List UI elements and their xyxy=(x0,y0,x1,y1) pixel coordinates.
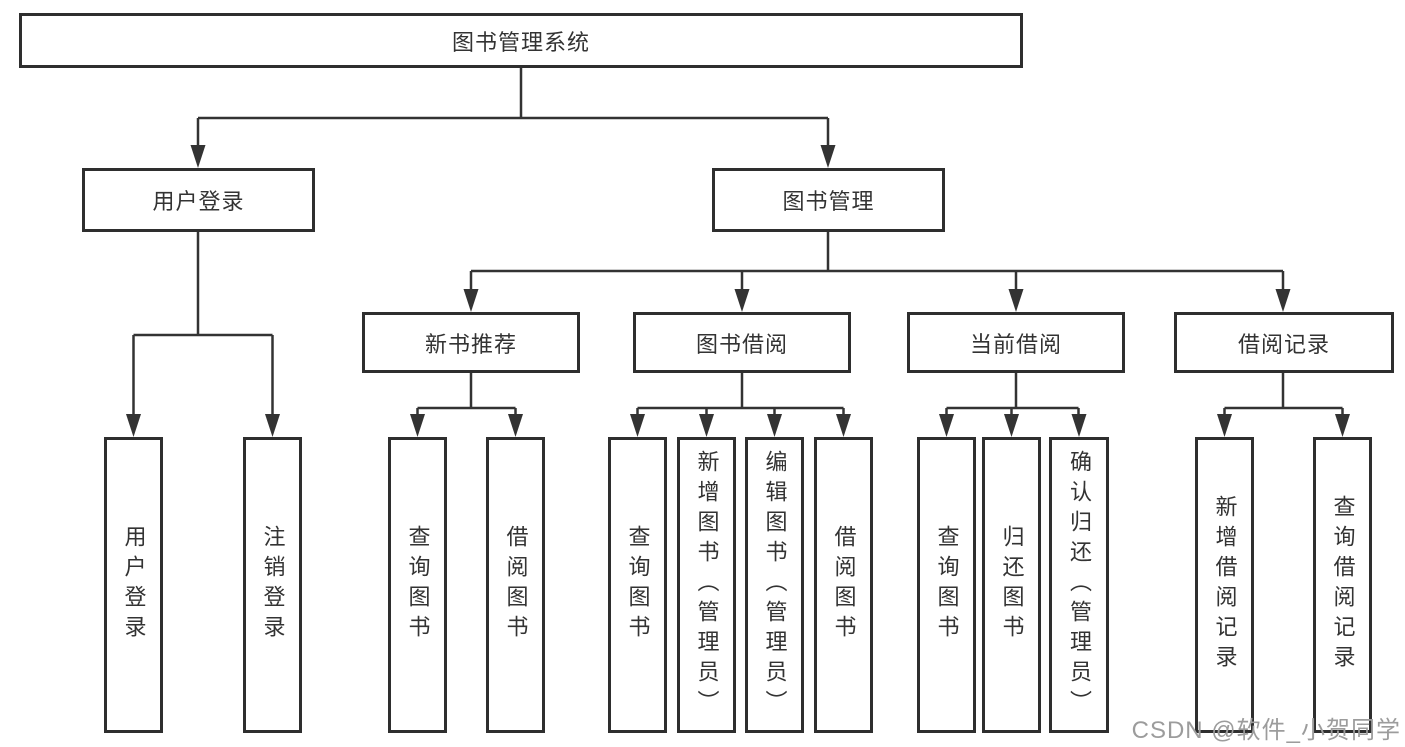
arrow-icon xyxy=(939,414,954,437)
leaf-edit-book-admin: 编辑图书（管理员） xyxy=(745,437,804,733)
node-user-login: 用户登录 xyxy=(82,168,315,232)
connector-borrowing-records-to-leaves xyxy=(1223,373,1344,417)
leaf-query-books-recommend: 查询图书 xyxy=(388,437,447,733)
leaf-add-book-admin: 新增图书（管理员） xyxy=(677,437,736,733)
arrow-icon xyxy=(126,414,141,437)
connector-new-book-to-leaves xyxy=(416,373,517,417)
arrow-icon xyxy=(1004,414,1019,437)
arrow-icon xyxy=(767,414,782,437)
node-current-borrowing: 当前借阅 xyxy=(907,312,1125,373)
arrow-icon xyxy=(1008,289,1024,312)
connector-current-borrowing-to-leaves xyxy=(945,373,1080,417)
leaf-return-book: 归还图书 xyxy=(982,437,1041,733)
leaf-query-books-borrowing: 查询图书 xyxy=(608,437,667,733)
arrow-icon xyxy=(630,414,645,437)
leaf-user-login: 用户登录 xyxy=(104,437,163,733)
arrow-icon xyxy=(190,145,206,168)
connector-book-management-to-level3 xyxy=(469,232,1285,292)
leaf-borrow-books-recommend: 借阅图书 xyxy=(486,437,545,733)
arrow-icon xyxy=(836,414,851,437)
leaf-borrow-books: 借阅图书 xyxy=(814,437,873,733)
arrow-icon xyxy=(410,414,425,437)
arrow-icon xyxy=(734,289,750,312)
leaf-confirm-return-admin: 确认归还（管理员） xyxy=(1049,437,1109,733)
arrow-icon xyxy=(699,414,714,437)
node-book-management: 图书管理 xyxy=(712,168,945,232)
leaf-add-borrow-record: 新增借阅记录 xyxy=(1195,437,1254,733)
leaf-logout: 注销登录 xyxy=(243,437,302,733)
arrow-icon xyxy=(1217,414,1232,437)
connector-user-login-to-leaves xyxy=(132,232,274,417)
node-root-system: 图书管理系统 xyxy=(19,13,1023,68)
arrow-icon xyxy=(1071,414,1087,437)
node-book-borrowing: 图书借阅 xyxy=(633,312,851,373)
node-borrowing-records: 借阅记录 xyxy=(1174,312,1394,373)
leaf-query-borrow-record: 查询借阅记录 xyxy=(1313,437,1372,733)
arrow-icon xyxy=(820,145,836,168)
arrow-icon xyxy=(508,414,523,437)
arrow-icon xyxy=(1275,289,1291,312)
arrow-icon xyxy=(265,414,280,437)
connector-book-borrowing-to-leaves xyxy=(636,373,845,417)
arrow-icon xyxy=(1335,414,1350,437)
connector-root-to-level2 xyxy=(196,68,830,148)
arrow-icon xyxy=(463,289,479,312)
node-new-book-recommend: 新书推荐 xyxy=(362,312,580,373)
leaf-query-books-current: 查询图书 xyxy=(917,437,976,733)
csdn-watermark: CSDN @软件_小贺同学 xyxy=(1131,717,1401,744)
